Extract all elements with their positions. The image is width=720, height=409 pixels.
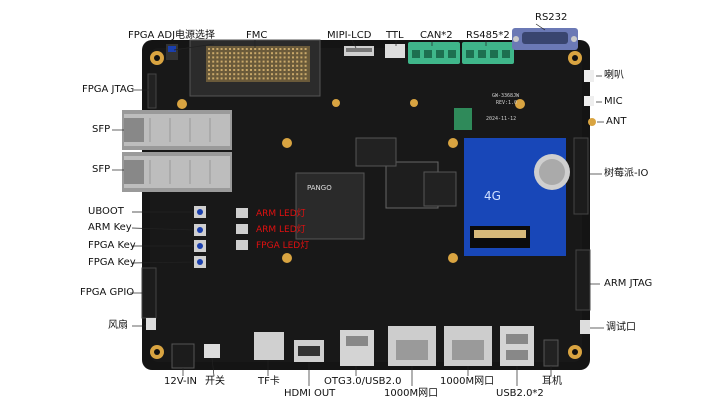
mic-connector [584, 96, 594, 106]
label-switch: 开关 [205, 376, 225, 387]
label-speaker: 喇叭 [604, 70, 624, 81]
raspberry-io-header [573, 137, 589, 215]
label-fmc: FMC [246, 30, 268, 41]
fmc-pins-grid [208, 48, 307, 80]
sfp-cage-1 [122, 110, 232, 150]
label-sfp-2: SFP [92, 164, 111, 175]
label-uboot: UBOOT [88, 206, 124, 217]
leds [236, 208, 248, 250]
pointer-lines [112, 23, 604, 386]
fpga-jtag-header [147, 73, 157, 109]
svg-text:2024-11-12: 2024-11-12 [486, 116, 516, 122]
label-earphone: 耳机 [542, 376, 562, 387]
label-otg: OTG3.0/USB2.0 [324, 376, 402, 387]
label-eth-1: 1000M网口 [384, 388, 439, 399]
label-tf-card: TF卡 [258, 376, 280, 387]
speaker-connector [584, 70, 594, 82]
tf-card-slot [254, 332, 284, 360]
label-rs232: RS232 [535, 12, 568, 23]
label-fan: 风扇 [108, 320, 128, 331]
label-power-in: 12V-IN [164, 376, 198, 387]
svg-text:REV:1.0: REV:1.0 [496, 100, 517, 106]
fan-connector [146, 318, 156, 330]
label-arm-led-2: ARM LED灯 [256, 225, 306, 235]
debug-port-connector [580, 320, 590, 334]
label-usb2: USB2.0*2 [496, 388, 544, 399]
label-sfp-1: SFP [92, 124, 111, 135]
label-fpga-adj: FPGA ADJ电源选择 [128, 30, 216, 41]
module-4g-label: 4G [484, 189, 501, 203]
ant-connector [588, 118, 596, 126]
label-debug-port: 调试口 [606, 322, 636, 333]
ddr-chip-1 [355, 137, 397, 167]
label-raspberry-io: 树莓派-IO [604, 168, 649, 179]
label-ttl: TTL [386, 30, 404, 41]
label-mic: MIC [604, 96, 623, 107]
svg-text:GW-3368JW: GW-3368JW [492, 93, 520, 99]
fpga-gpio-header [141, 267, 157, 319]
ddr-chip-2 [423, 171, 457, 207]
label-fpga-gpio: FPGA GPIO [80, 287, 135, 298]
power-jack [171, 343, 195, 369]
label-fpga-jtag: FPGA JTAG [82, 84, 135, 95]
fpga-chip: PANGO [295, 172, 365, 240]
rs485-terminals [462, 42, 514, 64]
svg-text:PANGO: PANGO [307, 184, 332, 192]
label-fpga-key-2: FPGA Key [88, 257, 136, 268]
earphone-jack [543, 339, 559, 367]
label-fpga-key-1: FPGA Key [88, 240, 136, 251]
rs232-connector [512, 28, 578, 50]
arm-jtag-header [575, 249, 591, 311]
sfp-cage-2 [122, 152, 232, 192]
green-module [454, 108, 472, 130]
label-eth-2: 1000M网口 [440, 376, 495, 387]
ttl-connector [385, 44, 405, 58]
label-arm-key: ARM Key [88, 222, 132, 233]
label-mipi-lcd: MIPI-LCD [327, 30, 372, 41]
label-hdmi-out: HDMI OUT [284, 388, 336, 399]
power-switch [204, 344, 220, 358]
label-fpga-led: FPGA LED灯 [256, 241, 310, 251]
label-rs485: RS485*2 [466, 30, 510, 41]
label-arm-jtag: ARM JTAG [604, 278, 653, 289]
label-ant: ANT [606, 116, 627, 127]
label-arm-led-1: ARM LED灯 [256, 209, 306, 219]
otg-usb-connector [340, 330, 374, 366]
can-terminals [408, 42, 460, 64]
label-can: CAN*2 [420, 30, 453, 41]
